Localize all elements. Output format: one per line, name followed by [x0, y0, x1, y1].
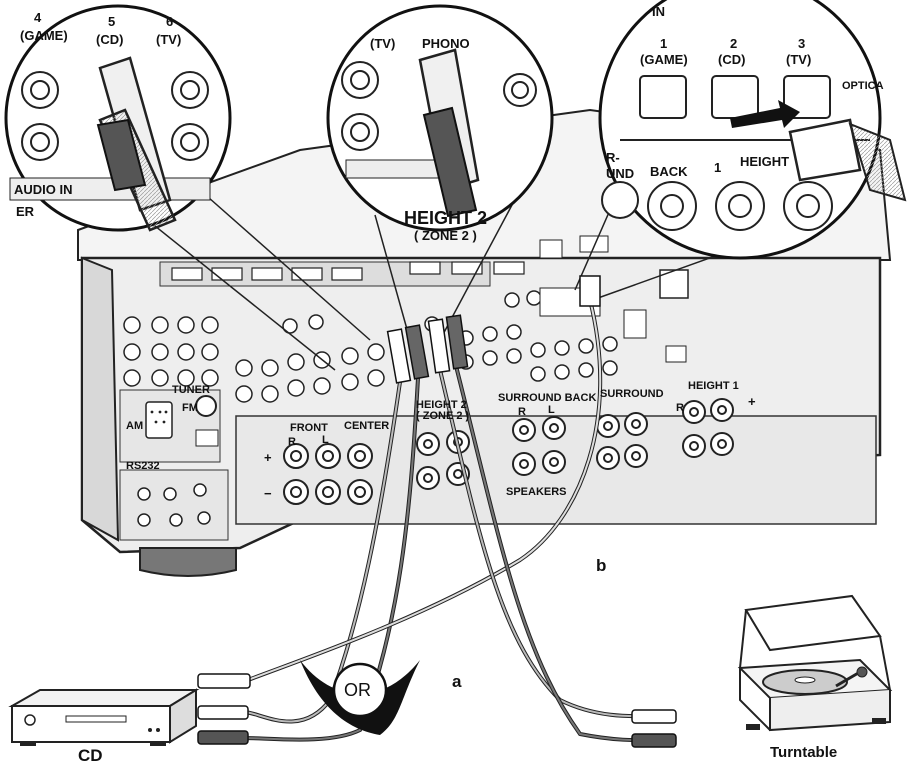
optical-3-sub: (TV)	[786, 52, 812, 67]
input-4-label: 4	[34, 10, 42, 25]
optical-1-label: 1	[660, 36, 668, 51]
input-5-label: 5	[108, 14, 116, 29]
cd-side-plugs	[197, 673, 251, 745]
back-label: BACK	[650, 164, 688, 179]
rca-plug	[386, 275, 601, 384]
zoom-callout-middle	[326, 4, 554, 341]
sb-r-label: R	[518, 406, 526, 418]
am-label: AM	[126, 420, 144, 432]
or-label: OR	[344, 680, 371, 700]
one-label: 1	[714, 160, 722, 175]
front-l-label: L	[322, 434, 329, 446]
insert-arrow-icon	[730, 100, 800, 128]
center-label: CENTER	[344, 420, 390, 432]
audio-in-label: AUDIO IN	[14, 182, 73, 197]
zone2-label: ( ZONE 2 )	[414, 228, 477, 243]
front-r-label: R	[288, 436, 296, 448]
rs232-label: RS232	[126, 460, 160, 472]
tuner-label: TUNER	[172, 384, 210, 396]
h1-plus-label: +	[748, 394, 756, 409]
fm-label: FM	[182, 402, 198, 414]
optical-2-sub: (CD)	[718, 52, 746, 67]
surround-label: SURROUND	[600, 388, 664, 400]
input-4-sub: (GAME)	[20, 28, 68, 43]
receiver-foot	[139, 547, 237, 577]
speakers-label: SPEAKERS	[506, 486, 567, 498]
turntable-side-plugs	[631, 709, 677, 748]
height2-label: HEIGHT 2	[404, 208, 488, 228]
optical-label: OPTICA	[842, 80, 884, 92]
or-badge	[300, 660, 420, 735]
turntable	[737, 594, 893, 732]
input-6-label: 6	[166, 14, 174, 29]
tv-label: (TV)	[370, 36, 396, 51]
minus-label: −	[264, 486, 272, 501]
input-6-sub: (TV)	[156, 32, 182, 47]
height-label: HEIGHT	[740, 154, 790, 169]
zoom-callout-right	[574, 0, 907, 299]
height2-zone2-panel-label: HEIGHT 2 ( ZONE 2 )	[416, 399, 470, 422]
sb-l-label: L	[548, 404, 555, 416]
height1-label: HEIGHT 1	[688, 380, 739, 392]
optical-1-sub: (GAME)	[640, 52, 688, 67]
connection-a-label: a	[452, 672, 462, 691]
phono-label: PHONO	[422, 36, 470, 51]
optical-2-label: 2	[730, 36, 738, 51]
optical-3-label: 3	[798, 36, 806, 51]
zoom-callout-left	[4, 4, 371, 371]
plus-label: +	[264, 450, 272, 465]
turntable-caption: Turntable	[770, 744, 838, 761]
er-fragment: ER	[16, 204, 35, 219]
cd-player	[8, 688, 200, 746]
front-label: FRONT	[290, 422, 328, 434]
surround-back-label: SURROUND BACK	[498, 392, 597, 404]
in-fragment: IN	[652, 4, 665, 19]
surround-fragment: R- UND	[606, 150, 635, 181]
input-5-sub: (CD)	[96, 32, 124, 47]
h1-r-label: R	[676, 402, 684, 414]
connection-b-label: b	[596, 556, 607, 575]
cd-caption: CD	[78, 746, 103, 765]
